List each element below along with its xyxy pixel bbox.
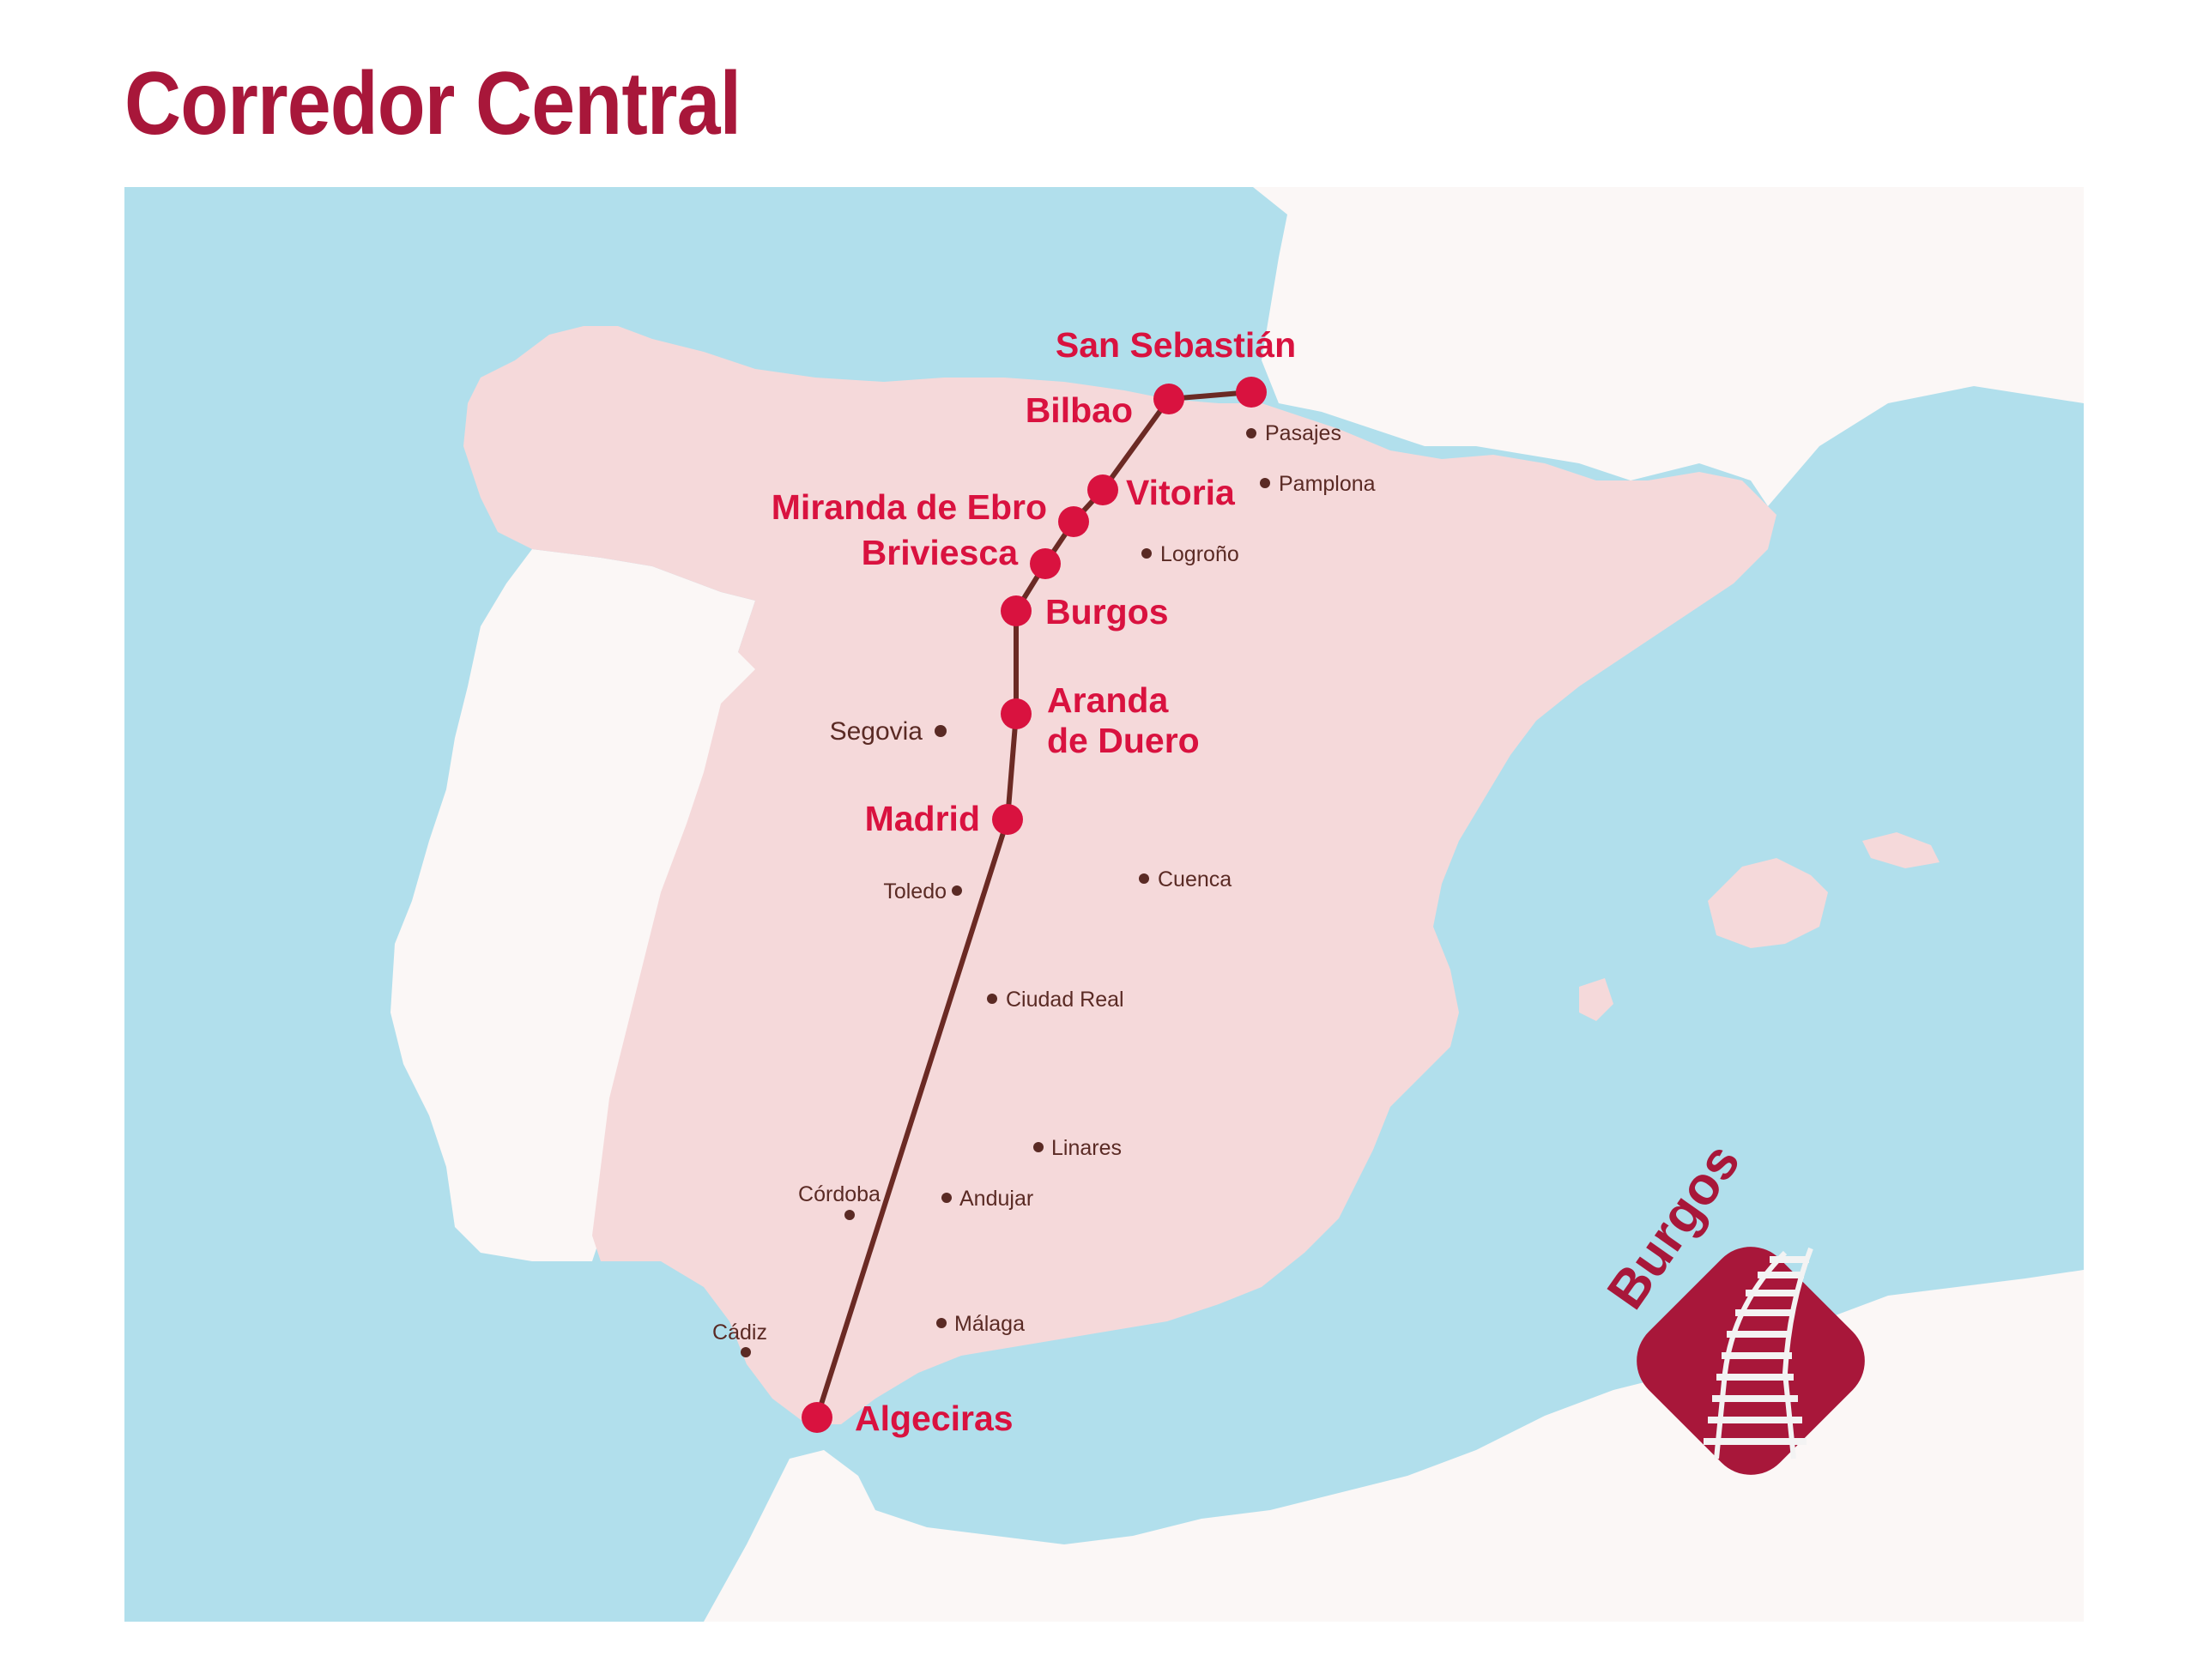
station-label-burgos: Burgos xyxy=(1045,592,1169,632)
station-dot-vitoria[interactable] xyxy=(1087,474,1118,505)
station-dot-san-sebastian[interactable] xyxy=(1236,377,1267,408)
city-dot-segovia xyxy=(935,725,947,737)
station-label-aranda-line1: Aranda xyxy=(1047,680,1169,720)
city-label-toledo: Toledo xyxy=(883,879,947,903)
city-dot-malaga xyxy=(936,1318,947,1328)
station-dot-burgos[interactable] xyxy=(1001,595,1032,626)
city-label-segovia: Segovia xyxy=(830,717,923,746)
station-label-briviesca: Briviesca xyxy=(862,533,1020,572)
city-label-logrono: Logroño xyxy=(1160,542,1239,566)
city-dot-logrono xyxy=(1141,548,1152,559)
city-dot-cadiz xyxy=(741,1347,751,1357)
city-dot-andujar xyxy=(941,1193,952,1203)
city-dot-ciudad-real xyxy=(987,994,997,1004)
station-label-bilbao: Bilbao xyxy=(1026,390,1133,430)
city-dot-cuenca xyxy=(1139,873,1149,884)
station-label-aranda-line2: de Duero xyxy=(1047,721,1200,760)
station-labels: Algeciras Madrid Aranda de Duero Burgos … xyxy=(772,325,1296,1438)
city-dot-pasajes xyxy=(1246,428,1256,438)
railway-track-rails xyxy=(1704,1247,1813,1459)
station-label-san-sebastian: San Sebastián xyxy=(1056,325,1296,365)
station-dot-aranda[interactable] xyxy=(1001,698,1032,729)
corsica-landmass xyxy=(1768,335,1811,412)
city-dot-pamplona xyxy=(1260,478,1270,488)
city-label-andujar: Andujar xyxy=(959,1187,1033,1211)
italy-landmass xyxy=(2000,187,2084,369)
spain-landmass xyxy=(463,326,1776,1424)
city-label-cordoba: Córdoba xyxy=(798,1182,881,1206)
city-label-malaga: Málaga xyxy=(954,1312,1025,1336)
city-dot-toledo xyxy=(952,885,962,896)
city-label-ciudad-real: Ciudad Real xyxy=(1006,988,1124,1012)
station-dot-madrid[interactable] xyxy=(992,804,1023,835)
city-dot-cordoba xyxy=(844,1210,855,1220)
city-label-cuenca: Cuenca xyxy=(1158,867,1232,891)
station-dot-bilbao[interactable] xyxy=(1153,384,1184,414)
city-label-cadiz: Cádiz xyxy=(712,1320,767,1345)
station-dot-briviesca[interactable] xyxy=(1030,548,1061,579)
station-markers xyxy=(802,377,1267,1433)
mallorca-island xyxy=(1708,858,1828,948)
other-cities: Pasajes Pamplona Logroño Segovia Toledo … xyxy=(712,421,1376,1357)
city-label-pasajes: Pasajes xyxy=(1265,421,1341,445)
station-dot-algeciras[interactable] xyxy=(802,1402,832,1433)
portugal-landmass xyxy=(390,549,772,1261)
france-landmass xyxy=(1253,187,2084,506)
station-dot-miranda[interactable] xyxy=(1058,506,1089,537)
page-title: Corredor Central xyxy=(124,54,741,154)
railway-track-icon xyxy=(1637,1247,1865,1475)
africa-landmass xyxy=(124,1270,2084,1622)
station-label-miranda: Miranda de Ebro xyxy=(772,487,1047,527)
station-label-madrid: Madrid xyxy=(865,799,980,838)
city-label-linares: Linares xyxy=(1051,1136,1122,1160)
ibiza-island xyxy=(1579,978,1613,1021)
station-label-vitoria: Vitoria xyxy=(1126,473,1236,512)
station-label-algeciras: Algeciras xyxy=(855,1399,1014,1438)
city-label-pamplona: Pamplona xyxy=(1279,472,1376,496)
menorca-island xyxy=(1862,832,1940,868)
city-dot-linares xyxy=(1033,1142,1044,1152)
